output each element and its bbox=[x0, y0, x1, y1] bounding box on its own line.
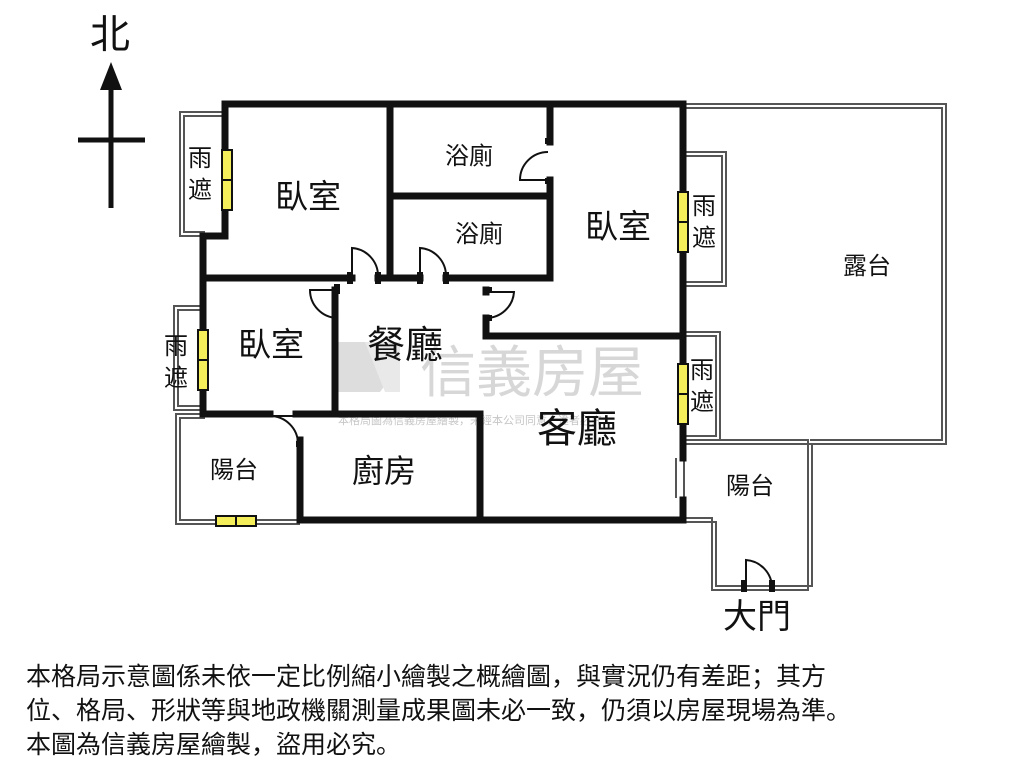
compass: 北 bbox=[78, 12, 145, 208]
canopy-1-char-1: 雨 bbox=[188, 144, 212, 172]
door-bedroom-w bbox=[308, 289, 338, 319]
door-bath-top bbox=[518, 151, 549, 181]
canopy-labels: 雨 遮 雨 遮 雨 遮 雨 遮 bbox=[164, 144, 716, 416]
door-main bbox=[745, 558, 774, 589]
thin-outlines bbox=[173, 103, 947, 591]
door-bath-mid bbox=[419, 246, 448, 277]
door-bedroom-ne bbox=[485, 291, 516, 320]
canopy-2-char-1: 雨 bbox=[164, 332, 188, 360]
canopy-3-char-2: 遮 bbox=[692, 224, 716, 252]
room-bath-mid: 浴廁 bbox=[455, 220, 503, 248]
windows bbox=[197, 149, 689, 527]
room-bedroom-nw: 臥室 bbox=[275, 177, 341, 216]
door-balcony-w bbox=[269, 415, 299, 445]
room-living: 客廳 bbox=[537, 406, 617, 452]
room-balcony-w: 陽台 bbox=[210, 456, 258, 484]
watermark-brand: 信義房屋 bbox=[420, 341, 644, 406]
room-balcony-e: 陽台 bbox=[726, 472, 774, 500]
disclaimer-line-2: 位、格局、形狀等與地政機關測量成果圖未必一致，仍須以房屋現場為準。 bbox=[26, 696, 852, 725]
canopy-1-char-2: 遮 bbox=[188, 176, 212, 204]
canopy-2-char-2: 遮 bbox=[164, 364, 188, 392]
canopy-4-char-2: 遮 bbox=[690, 388, 714, 416]
door-stops bbox=[296, 138, 775, 592]
walls bbox=[199, 100, 687, 524]
room-kitchen: 廚房 bbox=[352, 452, 416, 490]
disclaimer-line-1: 本格局示意圖係未依一定比例縮小繪製之概繪圖，與實況仍有差距；其方 bbox=[26, 662, 827, 691]
door-bedroom-nw bbox=[351, 246, 380, 277]
disclaimer: 本格局示意圖係未依一定比例縮小繪製之概繪圖，與實況仍有差距；其方 位、格局、形狀… bbox=[26, 660, 1006, 762]
room-terrace: 露台 bbox=[843, 252, 891, 280]
disclaimer-line-3: 本圖為信義房屋繪製，盜用必究。 bbox=[26, 730, 402, 759]
room-main-door: 大門 bbox=[723, 597, 791, 637]
room-dining: 餐廳 bbox=[367, 323, 443, 367]
room-bedroom-w: 臥室 bbox=[238, 325, 304, 364]
watermark-logo-icon bbox=[335, 342, 400, 392]
canopy-4-char-1: 雨 bbox=[690, 356, 714, 384]
north-label: 北 bbox=[90, 12, 130, 58]
canopy-3-char-1: 雨 bbox=[692, 192, 716, 220]
room-labels: 臥室 浴廁 浴廁 臥室 臥室 餐廳 客廳 陽台 廚房 陽台 露台 大門 bbox=[210, 142, 891, 637]
north-arrow-icon bbox=[78, 62, 145, 208]
room-bath-top: 浴廁 bbox=[445, 142, 493, 170]
room-bedroom-ne: 臥室 bbox=[585, 207, 651, 246]
